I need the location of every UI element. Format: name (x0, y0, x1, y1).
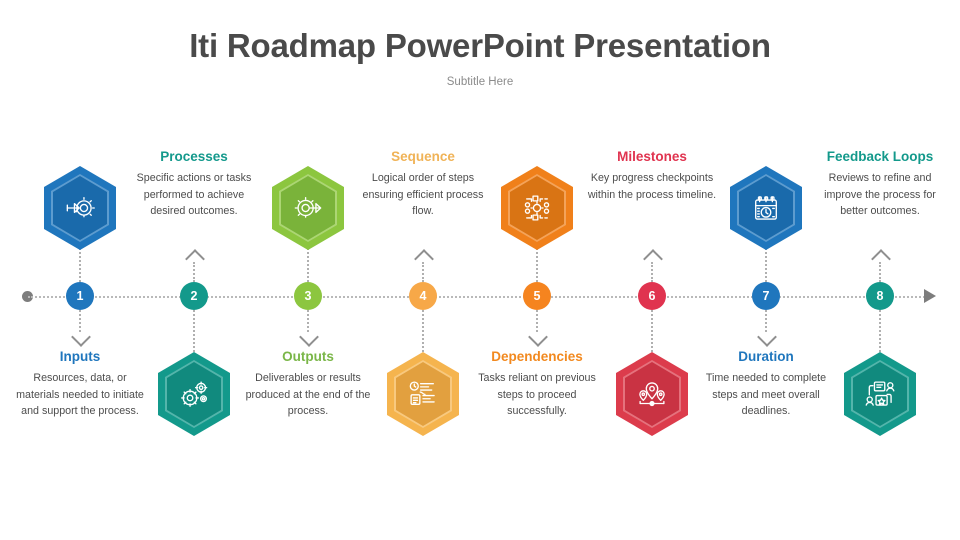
step-heading: Sequence (391, 149, 455, 164)
chevron-up-icon (414, 249, 434, 269)
text-connector-stem (651, 262, 653, 282)
hexagon-badge-3[interactable] (272, 166, 344, 250)
step-description: Specific actions or tasks performed to a… (136, 172, 252, 217)
hex-connector-stem (651, 310, 653, 352)
step-number-badge[interactable]: 8 (866, 282, 894, 310)
step-number-badge[interactable]: 2 (180, 282, 208, 310)
workflow-cycle-icon (501, 166, 573, 250)
hexagon-inner-fill (510, 176, 564, 240)
page-subtitle: Subtitle Here (446, 76, 514, 88)
slide-header: Iti Roadmap PowerPoint Presentation Subt… (0, 26, 960, 88)
step-description: Resources, data, or materials needed to … (16, 372, 144, 417)
step-heading: Inputs (59, 349, 101, 364)
hexagon-badge-5[interactable] (501, 166, 573, 250)
text-connector-stem (422, 262, 424, 282)
hexagon-badge-8[interactable] (844, 352, 916, 436)
hexagon-badge-6[interactable] (616, 352, 688, 436)
feedback-review-icon (844, 352, 916, 436)
arrow-into-gear-icon (44, 166, 116, 250)
gears-icon (158, 352, 230, 436)
step-number-badge[interactable]: 5 (523, 282, 551, 310)
hex-connector-stem (422, 310, 424, 352)
timeline-end-arrow-icon (924, 289, 936, 303)
chevron-down-icon (757, 327, 777, 347)
step-heading: Processes (160, 149, 228, 164)
hex-connector-stem (79, 248, 81, 282)
chevron-up-icon (643, 249, 663, 269)
text-connector-stem (536, 310, 538, 332)
ordered-list-steps-icon (387, 352, 459, 436)
step-description: Reviews to refine and improve the proces… (824, 172, 936, 217)
step-heading: Feedback Loops (826, 149, 934, 164)
step-number-badge[interactable]: 6 (638, 282, 666, 310)
chevron-up-icon (185, 249, 205, 269)
hexagon-badge-1[interactable] (44, 166, 116, 250)
step-description: Logical order of steps ensuring efficien… (362, 172, 484, 217)
page-title: Iti Roadmap PowerPoint Presentation (189, 27, 771, 64)
step-number-badge[interactable]: 1 (66, 282, 94, 310)
map-pin-milestones-icon (616, 352, 688, 436)
hex-connector-stem (765, 248, 767, 282)
step-description: Key progress checkpoints within the proc… (587, 172, 717, 201)
step-number-badge[interactable]: 4 (409, 282, 437, 310)
hex-connector-stem (193, 310, 195, 352)
chevron-down-icon (299, 327, 319, 347)
step-number-badge[interactable]: 3 (294, 282, 322, 310)
text-connector-stem (193, 262, 195, 282)
calendar-clock-icon (730, 166, 802, 250)
step-number-badge[interactable]: 7 (752, 282, 780, 310)
step-heading: Duration (738, 349, 794, 364)
chevron-down-icon (71, 327, 91, 347)
hexagon-badge-4[interactable] (387, 352, 459, 436)
hex-connector-stem (536, 248, 538, 282)
hex-connector-stem (879, 310, 881, 352)
timeline-start-dot (22, 291, 33, 302)
step-heading: Dependencies (491, 349, 583, 364)
step-heading: Outputs (282, 349, 334, 364)
hexagon-inner-fill (281, 176, 335, 240)
text-connector-stem (79, 310, 81, 332)
hexagon-badge-2[interactable] (158, 352, 230, 436)
step-heading: Milestones (617, 149, 687, 164)
text-connector-stem (765, 310, 767, 332)
step-description: Time needed to complete steps and meet o… (705, 372, 827, 417)
hex-connector-stem (307, 248, 309, 282)
hexagon-badge-7[interactable] (730, 166, 802, 250)
gear-arrow-right-icon (272, 166, 344, 250)
chevron-down-icon (528, 327, 548, 347)
text-connector-stem (307, 310, 309, 332)
step-description: Tasks reliant on previous steps to proce… (478, 372, 596, 417)
timeline-axis (28, 296, 928, 298)
chevron-up-icon (871, 249, 891, 269)
text-connector-stem (879, 262, 881, 282)
step-description: Deliverables or results produced at the … (245, 372, 371, 417)
